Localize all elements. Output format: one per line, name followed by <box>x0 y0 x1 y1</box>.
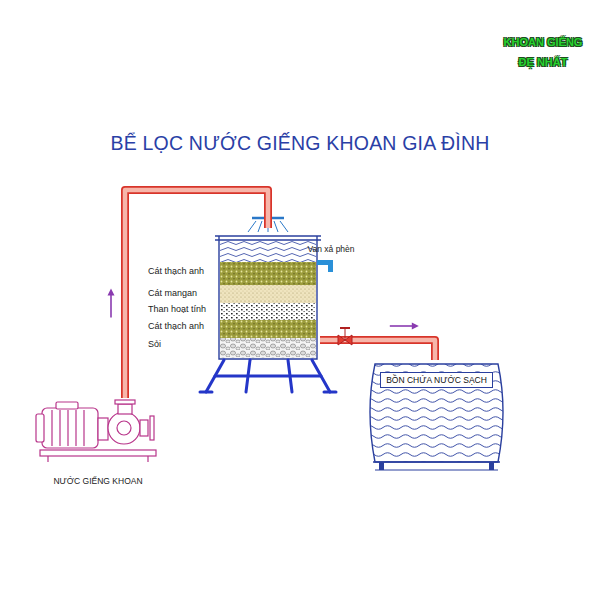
diagram-title: BỂ LỌC NƯỚC GIẾNG KHOAN GIA ĐÌNH <box>0 132 600 155</box>
layer-label: Than hoạt tính <box>148 304 206 315</box>
layer-label: Sỏi <box>148 339 161 350</box>
water-pipe <box>320 323 435 361</box>
pump-label: NƯỚC GIẾNG KHOAN <box>36 476 160 486</box>
tank-label: BỒN CHỨA NƯỚC SẠCH <box>380 372 493 388</box>
watermark: KHOAN GIẾNG <box>504 36 583 48</box>
filter-tank: Cát thạch anhCát manganThan hoạt tínhCát… <box>148 228 320 363</box>
storage-tank: BỒN CHỨA NƯỚC SẠCH <box>365 360 508 472</box>
valve-label: Van xả phèn <box>307 244 354 254</box>
tank-body <box>370 364 503 462</box>
layer-label: Cát thạch anh <box>148 266 204 277</box>
layer-label: Cát mangan <box>148 288 197 299</box>
pump-node: NƯỚC GIẾNG KHOAN <box>36 398 160 486</box>
layer-label: Cát thạch anh <box>148 321 204 332</box>
watermark: ĐẸ NHẤT <box>519 56 568 68</box>
water-pipe <box>108 190 269 398</box>
